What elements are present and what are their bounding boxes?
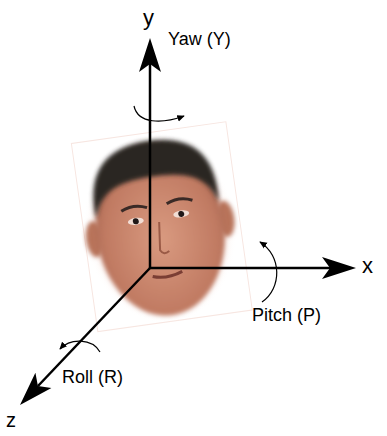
rotation-label: Yaw (Y) bbox=[168, 30, 231, 50]
axis-label: x bbox=[362, 254, 373, 278]
rotation-label: Pitch (P) bbox=[252, 306, 321, 326]
axis-label: z bbox=[6, 409, 16, 431]
axis-label: y bbox=[143, 6, 154, 30]
coordinate-axes bbox=[20, 38, 356, 405]
rotation-arrows bbox=[60, 106, 277, 352]
face-photo bbox=[71, 122, 252, 334]
rotation-label: Roll (R) bbox=[62, 368, 123, 388]
